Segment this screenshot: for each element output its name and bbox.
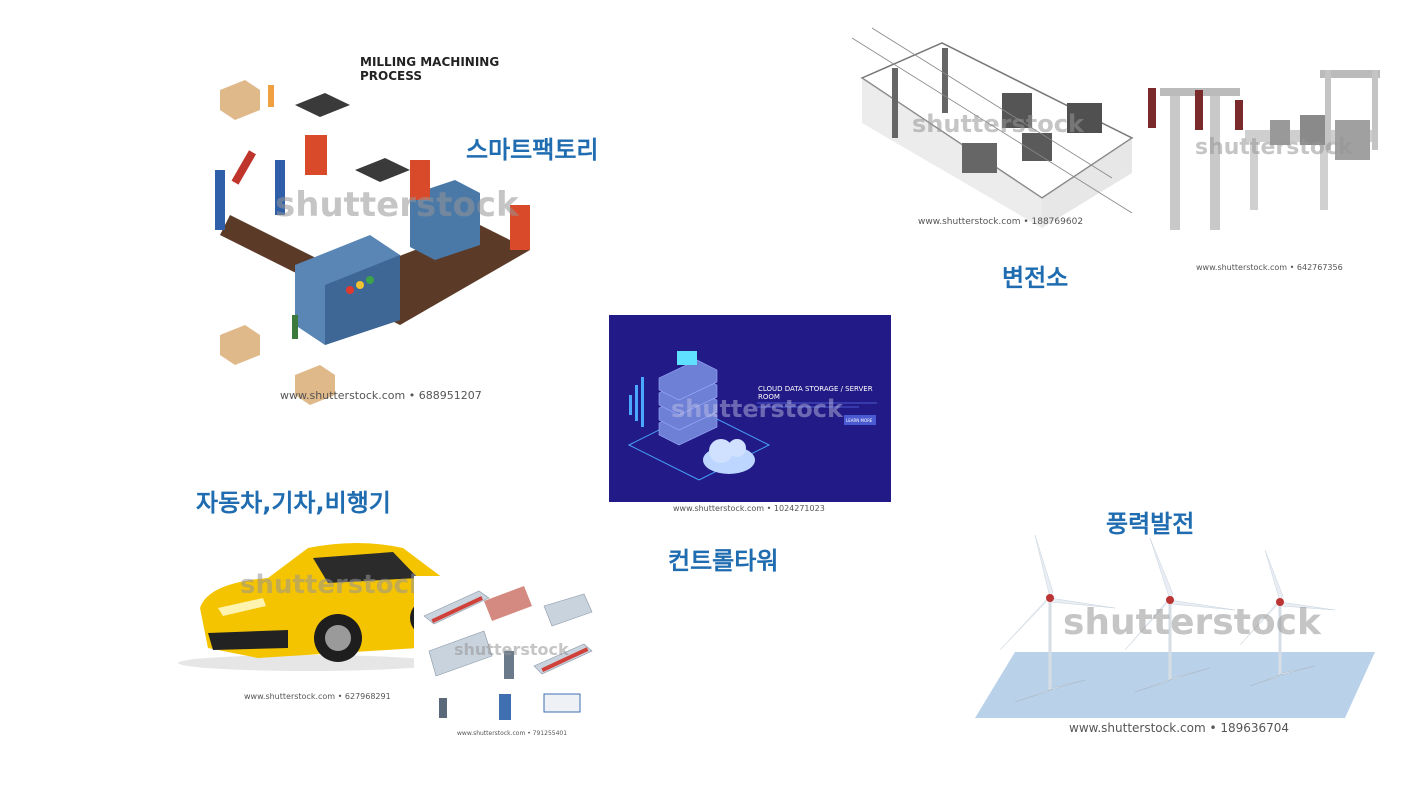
car-credit: www.shutterstock.com • 627968291: [244, 692, 391, 701]
factory-drawing: [215, 80, 530, 405]
label-vehicles: 자동차,기차,비행기: [196, 489, 391, 517]
substation-right-credit: www.shutterstock.com • 642767356: [1196, 263, 1343, 272]
factory-watermark: shutterstock: [275, 185, 519, 225]
factory-illustration: MILLING MACHINING PROCESS shutterstock w…: [200, 45, 550, 415]
wind-drawing: [975, 534, 1375, 718]
substation-right-drawing: [1148, 70, 1380, 230]
factory-title: MILLING MACHINING PROCESS: [360, 55, 500, 83]
label-wind-power: 풍력발전: [1106, 510, 1195, 538]
train-credit: www.shutterstock.com • 791255401: [457, 730, 568, 737]
label-smart-factory: 스마트팩토리: [466, 136, 599, 164]
cloud-credit: www.shutterstock.com • 1024271023: [673, 504, 825, 513]
substation-left-credit: www.shutterstock.com • 188769602: [918, 217, 1084, 227]
car-illustration: shutterstock www.shutterstock.com • 6279…: [178, 538, 448, 708]
substation-right-illustration: shutterstock www.shutterstock.com • 6427…: [1140, 60, 1390, 275]
substation-left-drawing: [851, 27, 1134, 228]
server-stack-drawing: [627, 351, 877, 481]
substation-left-illustration: shutterstock www.shutterstock.com • 1887…: [851, 27, 1134, 233]
train-drawing: [423, 586, 593, 720]
label-substation: 변전소: [1002, 264, 1069, 292]
substation-right-watermark: shutterstock: [1195, 135, 1353, 160]
cloud-headline: CLOUD DATA STORAGE / SERVER ROOM: [758, 385, 873, 401]
substation-left-watermark: shutterstock: [912, 110, 1084, 138]
train-illustration: shutterstock www.shutterstock.com • 7912…: [414, 576, 599, 741]
car-watermark: shutterstock: [240, 570, 427, 600]
wind-watermark: shutterstock: [1063, 602, 1321, 643]
factory-credit: www.shutterstock.com • 688951207: [280, 389, 482, 402]
cloud-watermark: shutterstock: [671, 395, 843, 423]
cloud-banner: CLOUD DATA STORAGE / SERVER ROOM LEARN M…: [609, 315, 891, 502]
learn-more-button[interactable]: LEARN MORE: [846, 418, 873, 423]
car-drawing: [178, 543, 446, 671]
train-watermark: shutterstock: [454, 640, 569, 659]
wind-illustration: shutterstock www.shutterstock.com • 1896…: [975, 530, 1380, 740]
label-control-tower: 컨트롤타워: [668, 547, 779, 575]
wind-credit: www.shutterstock.com • 189636704: [1069, 721, 1290, 735]
